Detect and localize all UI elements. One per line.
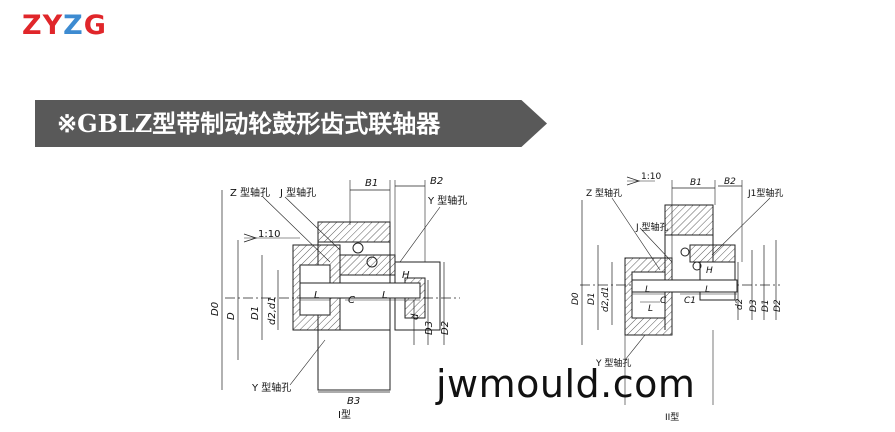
label-l2: L [382, 290, 388, 301]
watermark: jwmould.com [436, 362, 696, 406]
label-d1-right: D1 [587, 292, 597, 305]
label-l1: L [314, 290, 320, 301]
label-y-hole-top: Y 型轴孔 [427, 194, 467, 207]
label-taper-right: 1:10 [641, 172, 661, 182]
brand-logo: ZYZG [22, 8, 107, 42]
logo-text: ZYZG [22, 9, 107, 41]
label-h: H [402, 270, 410, 281]
label-c-right: C [660, 296, 667, 306]
label-b3: B3 [347, 396, 360, 407]
label-b2: B2 [430, 176, 443, 187]
label-b2-right: B2 [724, 177, 736, 187]
label-d2-far-right: D2 [773, 299, 783, 312]
caption-type-i: I型 [338, 408, 351, 421]
label-z-hole: Z 型轴孔 [230, 186, 270, 199]
label-d3: D3 [424, 321, 435, 335]
right-diagram [580, 176, 780, 405]
label-d-small: d [410, 313, 421, 320]
label-d1: D1 [250, 306, 261, 320]
title-banner: ※GBLZ型带制动轮鼓形齿式联轴器 [35, 100, 547, 147]
label-j-hole: J 型轴孔 [279, 186, 316, 199]
label-l1-right: L [645, 285, 650, 295]
label-j1-hole: J1型轴孔 [747, 187, 783, 199]
label-d2: D2 [440, 321, 451, 335]
label-d: D [226, 312, 237, 320]
left-diagram-labels: Z 型轴孔 J 型轴孔 Y 型轴孔 Y 型轴孔 1:10 B1 B2 B3 H … [210, 176, 467, 421]
label-c: C [348, 295, 355, 306]
label-b1: B1 [365, 178, 378, 189]
page-title: ※GBLZ型带制动轮鼓形齿式联轴器 [57, 109, 441, 138]
label-d3-right: D3 [749, 299, 759, 312]
label-d2-small-right: d2 [735, 298, 745, 310]
label-taper: 1:10 [258, 229, 280, 240]
label-d2d1: d2,d1 [267, 296, 278, 325]
right-diagram-labels: Z 型轴孔 J 型轴孔 J1型轴孔 Y 型轴孔 1:10 B1 B2 H L L… [571, 172, 783, 423]
caption-type-ii: II型 [665, 412, 679, 423]
label-d0: D0 [210, 302, 221, 316]
label-h-right: H [706, 266, 713, 276]
label-l-small-right: L [648, 304, 653, 314]
left-diagram [221, 180, 460, 393]
label-y-hole-right: Y 型轴孔 [595, 357, 631, 369]
label-c1-right: C1 [684, 296, 696, 306]
label-d0-right: D0 [571, 292, 581, 305]
label-b1-right: B1 [690, 178, 702, 188]
label-d1-far-right: D1 [761, 299, 771, 312]
label-y-hole-bottom: Y 型轴孔 [251, 381, 291, 394]
label-l2-right: L [705, 285, 710, 295]
label-z-hole-right: Z 型轴孔 [586, 187, 622, 199]
label-j-hole-right: J 型轴孔 [635, 221, 669, 233]
label-d2d1-right: d2,d1 [601, 286, 611, 312]
